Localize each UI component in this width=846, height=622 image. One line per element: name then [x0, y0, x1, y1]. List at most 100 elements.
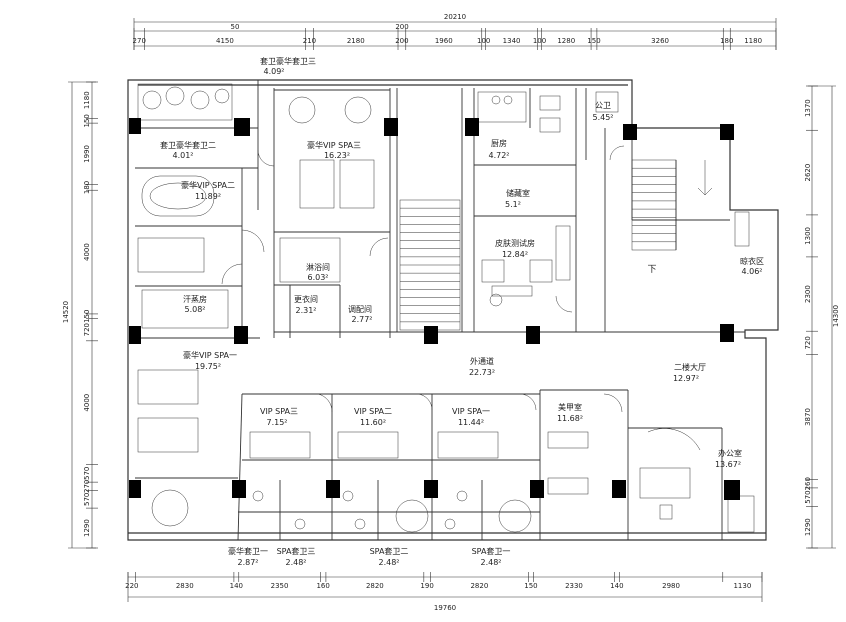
dimension-lines [68, 18, 836, 602]
room-vip-spa2-name: 豪华VIP SPA二 [181, 180, 235, 190]
bottom-dim-1: 220 [125, 582, 138, 590]
bottom-dim-4: 2350 [271, 582, 289, 590]
fixtures [137, 83, 755, 533]
left-dim-1: 1180 [83, 91, 91, 109]
right-total-dim: 14300 [832, 305, 840, 327]
left-dim-2: 150 [83, 114, 91, 127]
room-vip-spa1-area: 19.75² [195, 362, 221, 371]
room-chucang-name: 储藏室 [506, 188, 530, 198]
room-haohua-wei1-name: 豪华套卫一 [228, 546, 268, 556]
right-dim-9: 1290 [804, 518, 812, 536]
room-pifu-area: 12.84² [502, 250, 528, 259]
room-taowei2-name: 套卫豪华套卫二 [160, 140, 216, 150]
room-spa1-area: 11.44² [458, 418, 484, 427]
left-dim-9: 570 [83, 467, 91, 480]
right-dim-3: 1300 [804, 227, 812, 245]
room-vip-spa1-name: 豪华VIP SPA一 [183, 350, 237, 360]
room-dating-name: 二楼大厅 [674, 362, 706, 372]
left-dim-10: 270 [83, 480, 91, 493]
right-dim-5: 720 [804, 336, 812, 349]
room-chucang-area: 5.1² [505, 200, 521, 209]
room-vip-spa3-name: 豪华VIP SPA三 [307, 140, 361, 150]
structural-columns [129, 118, 740, 500]
bottom-dim-13: 1130 [733, 582, 751, 590]
top-row2-dim-14: 1180 [744, 37, 762, 45]
room-liangyi-name: 晾衣区 [740, 256, 764, 266]
stair-core [399, 159, 713, 331]
right-dim-1: 1370 [804, 99, 812, 117]
room-linyu-area: 6.03² [307, 273, 328, 282]
bottom-dim-10: 2330 [565, 582, 583, 590]
room-taowei2-area: 4.01² [172, 151, 193, 160]
top-total-dim: 20210 [444, 13, 466, 21]
room-hanzheng-area: 5.08² [184, 305, 205, 314]
room-hanzheng-name: 汗蒸房 [183, 294, 207, 304]
room-spa-wei1-name: SPA套卫一 [472, 546, 511, 556]
bottom-dim-7: 190 [420, 582, 433, 590]
right-dim-7: 260 [804, 477, 812, 490]
top-row2-dim-8: 1340 [503, 37, 521, 45]
room-bangong-name: 办公室 [718, 448, 742, 458]
top-row2-dim-6: 1960 [435, 37, 453, 45]
top-row2-dim-13: 180 [720, 37, 733, 45]
interior-walls [135, 80, 745, 541]
room-taowei3-area: 4.09² [263, 67, 284, 76]
room-tiaopei-area: 2.77² [351, 315, 372, 324]
top-row2-dim-4: 2180 [347, 37, 365, 45]
room-spa-wei2-name: SPA套卫二 [370, 546, 409, 556]
bottom-dim-12: 2980 [662, 582, 680, 590]
room-spa-wei3-area: 2.48² [285, 558, 306, 567]
top-row2-dim-2: 4150 [216, 37, 234, 45]
right-dim-8: 570 [804, 490, 812, 503]
room-spa2-area: 11.60² [360, 418, 386, 427]
room-linyu-name: 淋浴间 [306, 262, 330, 272]
room-bangong-area: 13.67² [715, 460, 741, 469]
left-dim-4: 180 [83, 181, 91, 194]
top-dim-2: 200 [395, 23, 408, 31]
room-gongwei-name: 公卫 [595, 101, 611, 110]
right-dim-4: 2300 [804, 285, 812, 303]
room-pifu-name: 皮肤测试房 [495, 238, 535, 248]
room-meijia-name: 美甲室 [558, 402, 582, 412]
bottom-dim-3: 140 [230, 582, 243, 590]
top-row2-dim-7: 100 [477, 37, 490, 45]
left-dim-3: 1990 [83, 145, 91, 163]
left-dim-6: 150 [83, 310, 91, 323]
bottom-dim-6: 2820 [366, 582, 384, 590]
top-dim-1: 50 [231, 23, 240, 31]
top-row2-dim-10: 1280 [557, 37, 575, 45]
top-row2-dim-11: 150 [587, 37, 600, 45]
outer-walls [127, 79, 779, 541]
room-tiaopei-name: 调配间 [348, 305, 372, 314]
top-row2-dim-9: 100 [533, 37, 546, 45]
bottom-dim-2: 2830 [176, 582, 194, 590]
top-row2-dim-1: 270 [133, 37, 146, 45]
room-chufang-area: 4.72² [488, 151, 509, 160]
room-spa3-area: 7.15² [266, 418, 287, 427]
right-dim-2: 2620 [804, 164, 812, 182]
room-chufang-name: 厨房 [491, 138, 507, 148]
room-spa2-name: VIP SPA二 [354, 407, 392, 416]
room-spa1-name: VIP SPA一 [452, 407, 490, 416]
bottom-dim-5: 160 [316, 582, 329, 590]
room-spa-wei1-area: 2.48² [480, 558, 501, 567]
top-row2-dim-3: 210 [303, 37, 316, 45]
right-dim-6: 3870 [804, 408, 812, 426]
left-dim-8: 4000 [83, 394, 91, 412]
room-spa3-name: VIP SPA三 [260, 407, 298, 416]
left-dim-12: 1290 [83, 519, 91, 537]
room-waitong-area: 22.73² [469, 368, 495, 377]
room-gongwei-area: 5.45² [592, 113, 613, 122]
left-dim-11: 570 [83, 493, 91, 506]
room-gengyi-name: 更衣间 [294, 294, 318, 304]
top-row2-dim-12: 3260 [651, 37, 669, 45]
left-total-dim: 14520 [62, 301, 70, 323]
stair-down-label: 下 [647, 265, 656, 275]
bottom-total-dim: 19760 [434, 604, 456, 612]
room-gengyi-area: 2.31² [295, 306, 316, 315]
room-vip-spa3-area: 16.23² [324, 151, 350, 160]
doors [221, 145, 625, 413]
room-taowei3-name: 套卫豪华套卫三 [260, 56, 316, 66]
room-spa-wei2-area: 2.48² [378, 558, 399, 567]
